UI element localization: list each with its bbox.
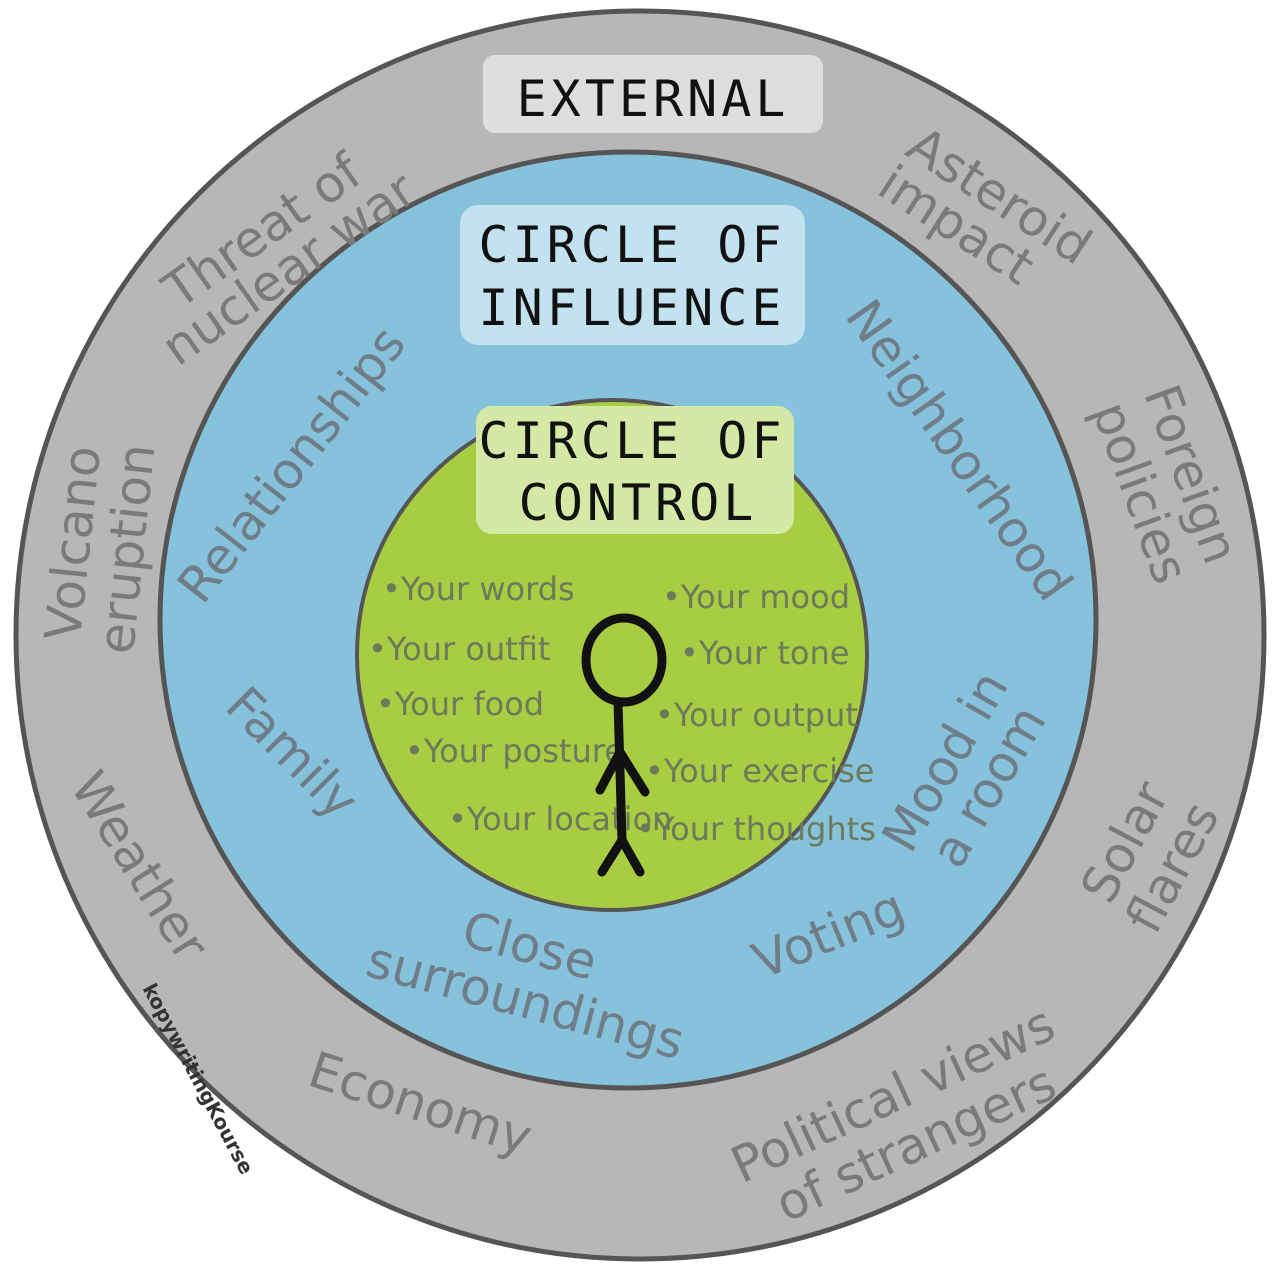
control-title-line2: CONTROL <box>519 474 758 532</box>
control-item-mood: •Your mood <box>662 578 850 616</box>
control-item-words: •Your words <box>382 570 575 608</box>
external-title: EXTERNAL <box>517 70 790 128</box>
control-item-posture: •Your posture <box>405 732 624 770</box>
control-title-badge <box>476 406 794 534</box>
influence-title-badge <box>460 205 805 345</box>
external-title-badge <box>483 55 823 133</box>
control-item-thoughts: •Your thoughts <box>636 810 876 848</box>
control-title-line1: CIRCLE OF <box>479 412 786 470</box>
influence-title-line2: INFLUENCE <box>479 279 786 337</box>
influence-title-line1: CIRCLE OF <box>479 216 786 274</box>
control-item-output: •Your output <box>655 696 858 734</box>
control-item-location: •Your location <box>448 800 672 838</box>
control-item-tone: •Your tone <box>680 634 849 672</box>
control-item-exercise: •Your exercise <box>645 752 874 790</box>
stick-figure-icon <box>581 613 667 877</box>
control-item-food: •Your food <box>376 685 544 723</box>
control-item-outfit: •Your outfit <box>368 630 550 668</box>
